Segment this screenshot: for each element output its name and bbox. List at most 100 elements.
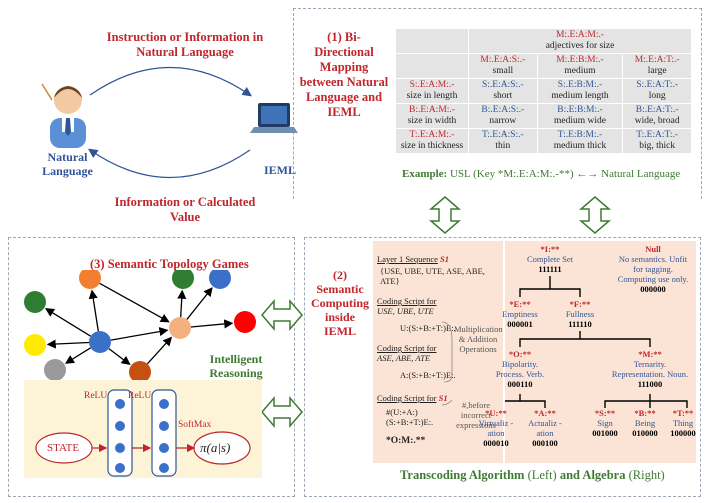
top-left-art xyxy=(41,66,298,179)
graph-edge xyxy=(99,282,170,323)
graph-node xyxy=(129,361,151,383)
graph-edge xyxy=(146,336,173,365)
computing-footer: Transcoding Algorithm (Left) and Algebra… xyxy=(400,468,665,482)
graph-edge xyxy=(88,289,99,332)
layer-seq-label: Layer 1 Sequence S1 xyxy=(377,254,449,264)
graph-edge xyxy=(190,319,234,329)
games-title: (3) Semantic Topology Games xyxy=(90,257,249,271)
transcoding-panel xyxy=(373,241,503,463)
graph-node xyxy=(44,359,66,381)
sequence-values: {USE, UBE, UTE, ASE, ABE, ATE} xyxy=(380,266,485,286)
neuron xyxy=(115,443,125,453)
row-thickness: T:.E:A:M:.-size in thickness xyxy=(395,128,469,154)
left-right-arrow-icon xyxy=(261,298,303,332)
bottom-left-frame xyxy=(8,237,295,497)
state-label: STATE xyxy=(47,442,80,454)
hidden-layer-1 xyxy=(107,389,133,477)
col-medium: M:.E:B:M:.-medium xyxy=(536,53,624,79)
graph-edge xyxy=(177,289,187,318)
neuron xyxy=(159,463,169,473)
graph-node xyxy=(79,270,101,289)
softmax-label: SoftMax xyxy=(178,420,212,430)
natural-language-label: Natural Language xyxy=(42,150,93,178)
up-down-arrow-icon xyxy=(578,196,612,234)
up-down-arrow-icon xyxy=(428,196,462,234)
horizontal-double-arrows xyxy=(261,298,303,429)
neuron xyxy=(115,463,125,473)
graph-node xyxy=(234,311,256,333)
graph-node xyxy=(24,334,46,356)
col-small: M:.E:A:S:.-small xyxy=(468,53,538,79)
script-1: U:(S:+B:+T:)E:. xyxy=(400,323,456,333)
algebra-tree-lines xyxy=(505,276,688,408)
topology-graph xyxy=(24,270,256,383)
mult-note: Multiplication & Addition Operations xyxy=(454,324,503,354)
table-cell: B:.E:A:S:.-narrow xyxy=(468,103,538,129)
reasoning-label: Intelligent Reasoning xyxy=(209,352,263,380)
relu-label-1: ReLU xyxy=(84,391,108,401)
coding-label-1: Coding Script for xyxy=(377,296,437,306)
tree-node-bipolarity: *O:**Bipolarity. Process. Verb.000110 xyxy=(495,349,545,389)
top-right-frame xyxy=(293,8,702,199)
computing-title: (2) Semantic Computing inside IEML xyxy=(310,268,369,338)
table-cell: B:.E:A:T:.-wide, broad xyxy=(622,103,692,129)
arrow-to-ieml xyxy=(89,66,252,97)
graph-node xyxy=(89,331,111,353)
graph-edge xyxy=(46,339,90,349)
mapping-example: Example: USL (Key *M:.E:A:M:.-**) ←→ Nat… xyxy=(402,168,681,180)
row-width: B:.E:A:M:.-size in width xyxy=(395,103,469,129)
group-1: USE, UBE, UTE xyxy=(377,306,434,316)
graph-edge xyxy=(64,347,92,364)
graph-node xyxy=(169,317,191,339)
table-cell: T:.E:A:S:.-thin xyxy=(468,128,538,154)
policy-node xyxy=(193,431,251,465)
neuron xyxy=(115,399,125,409)
ieml-label: IEML xyxy=(264,163,297,177)
hidden-layer-2 xyxy=(151,389,177,477)
table-cell: T:.E:B:M:.-medium thick xyxy=(536,128,624,154)
arrow-to-nl xyxy=(88,148,251,179)
neuron xyxy=(159,399,169,409)
graph-edge xyxy=(110,327,169,341)
table-header: M:.E:A:M:.-adjectives for size xyxy=(468,28,692,54)
algebra-panel xyxy=(505,241,696,463)
script-3: #(U:+A:)(S:+B:+T:)E:. xyxy=(386,407,434,427)
table-cell: B:.E:B:M:.-medium wide xyxy=(536,103,624,129)
coding-label-2: Coding Script for xyxy=(377,343,437,353)
vertical-double-arrows xyxy=(428,196,612,234)
neuron xyxy=(115,421,125,431)
graph-edge xyxy=(186,287,213,320)
ieml-size-table: M:.E:A:M:.-adjectives for size M:.E:A:S:… xyxy=(395,28,692,154)
mapping-title: (1) Bi-Directional Mapping between Natur… xyxy=(299,30,389,119)
graph-node xyxy=(172,270,194,289)
laptop-icon xyxy=(250,103,298,133)
policy-label: π(a|s) xyxy=(200,440,231,455)
neuron xyxy=(159,443,169,453)
relu-label-2: ReLU xyxy=(128,391,152,401)
left-right-arrow-icon xyxy=(261,395,303,429)
neuron xyxy=(159,421,169,431)
information-label: Information or Calculated Value xyxy=(114,195,256,224)
hash-note: #,before incorrect expressions xyxy=(456,400,496,430)
table-cell: T:.E:A:T:.-big, thick xyxy=(622,128,692,154)
graph-node xyxy=(209,270,231,289)
om-key: *O:M:.** xyxy=(386,436,426,446)
person-icon xyxy=(41,83,86,148)
coding-label-3: Coding Script for S1 xyxy=(377,393,448,403)
instruction-label: Instruction or Information in Natural La… xyxy=(106,30,264,59)
col-large: M:.E:A:T:.-large xyxy=(622,53,692,79)
rl-network xyxy=(35,389,251,477)
bottom-right-frame xyxy=(304,237,701,497)
graph-edge xyxy=(44,308,91,337)
graph-node xyxy=(24,291,46,313)
script-2: A:(S:+B:+T:)E:. xyxy=(400,370,456,380)
graph-edge xyxy=(108,348,131,365)
